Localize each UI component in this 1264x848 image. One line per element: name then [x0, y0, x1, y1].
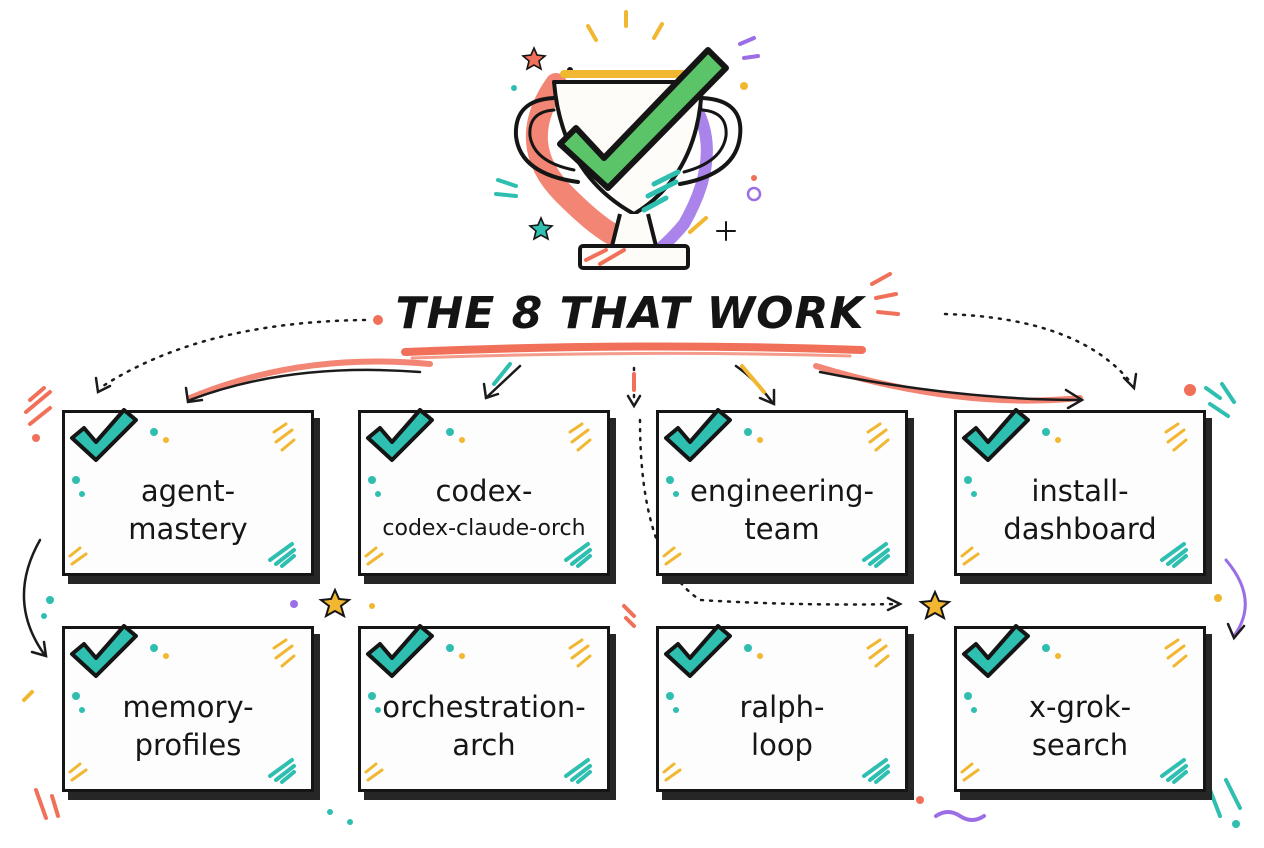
connector-row1-to-row2-left	[22, 538, 46, 656]
star-icon	[528, 215, 554, 241]
card-label: agent-mastery	[128, 474, 248, 546]
skill-card-install-dashboard: install-dashboard	[954, 408, 1206, 576]
checkmark-icon	[366, 624, 434, 678]
checkmark-icon	[962, 624, 1030, 678]
skill-card-orchestration-arch: orchestration-arch	[358, 624, 610, 792]
connector-to-card-2	[486, 364, 522, 398]
skill-card-memory-profiles: memory-profiles	[62, 624, 314, 792]
star-icon	[318, 587, 352, 619]
connector-to-card-4	[813, 363, 1083, 404]
connector-to-card-1	[187, 358, 433, 401]
star-icon	[918, 589, 952, 621]
card-label: orchestration-arch	[382, 690, 586, 762]
card-label: ralph-loop	[739, 690, 825, 762]
checkmark-icon	[664, 408, 732, 462]
title-underline	[401, 342, 866, 356]
checkmark-icon	[664, 624, 732, 678]
skill-card-agent-mastery: agent-mastery	[62, 408, 314, 576]
card-label: x-grok-search	[1028, 690, 1132, 762]
connector-title-right-dotted	[943, 312, 1134, 386]
diagram-title: The 8 That Work	[395, 288, 865, 339]
checkmark-icon	[962, 408, 1030, 462]
skill-card-codex-claude-orch: codex-codex-claude-orch	[358, 408, 610, 576]
connector-title-left-dotted	[98, 318, 367, 390]
checkmark-icon	[70, 624, 138, 678]
connector-to-card-3	[734, 364, 774, 404]
trophy-with-checkmark-icon	[513, 47, 743, 270]
star-icon	[521, 45, 547, 71]
skill-card-engineering-team: engineering-team	[656, 408, 908, 576]
card-label: engineering-team	[690, 474, 874, 546]
checkmark-icon	[70, 408, 138, 462]
checkmark-icon	[366, 408, 434, 462]
connector-card3-dotted-down	[638, 418, 900, 606]
card-label: codex-codex-claude-orch	[382, 474, 586, 541]
skill-card-ralph-loop: ralph-loop	[656, 624, 908, 792]
card-label: memory-profiles	[122, 690, 254, 762]
connector-row1-to-row2-right	[1224, 558, 1247, 638]
skill-card-x-grok-search: x-grok-search	[954, 624, 1206, 792]
card-label: install-dashboard	[1003, 474, 1157, 546]
